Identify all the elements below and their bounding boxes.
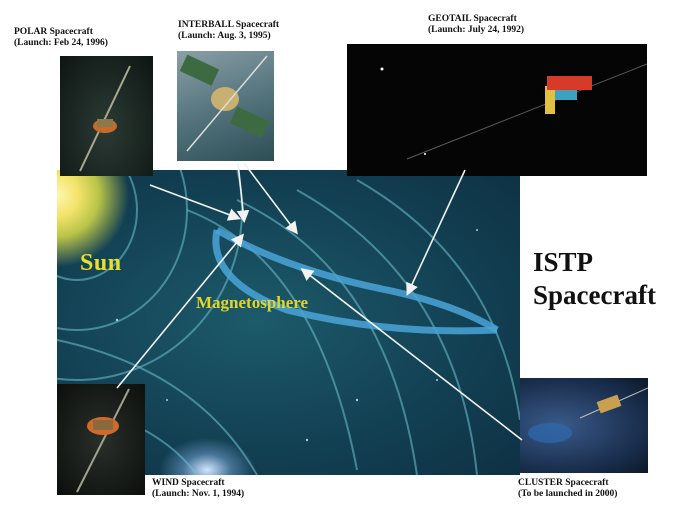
polar-spacecraft-icon [79,65,131,172]
arrow-interball-1 [236,162,250,224]
istp-title-line2: Spacecraft [533,280,656,310]
arrow-cluster [300,268,523,441]
polar-caption-launch: (Launch: Feb 24, 1996) [14,38,108,48]
geotail-caption-launch: (Launch: July 24, 1992) [428,25,525,35]
geotail-caption-name: GEOTAIL Spacecraft [428,14,517,24]
cluster-caption-name: CLUSTER Spacecraft [518,478,609,488]
istp-title: ISTP Spacecraft [533,246,656,312]
interball-spacecraft-icon [179,54,270,152]
arrow-geotail [406,169,466,296]
interball-caption-launch: (Launch: Aug. 3, 1995) [178,31,271,41]
geotail-spacecraft-image [347,44,647,176]
polar-caption-name: POLAR Spacecraft [14,27,93,37]
cluster-spacecraft-icon [528,387,648,443]
arrow-interball-2 [243,162,298,235]
interball-spacecraft-image [177,51,274,161]
wind-spacecraft-icon [76,388,130,493]
istp-title-line1: ISTP [533,247,594,277]
sun-label: Sun [80,250,122,276]
magnetosphere-label: Magnetosphere [196,293,309,312]
arrow-polar [149,184,241,221]
polar-spacecraft-image [60,56,153,176]
interball-caption: INTERBALL Spacecraft (Launch: Aug. 3, 19… [178,20,279,42]
arrow-wind [116,233,245,389]
cluster-caption-launch: (To be launched in 2000) [518,489,618,499]
wind-caption-launch: (Launch: Nov. 1, 1994) [152,489,245,499]
cluster-spacecraft-image [520,378,648,473]
interball-caption-name: INTERBALL Spacecraft [178,20,280,30]
wind-caption: WIND Spacecraft (Launch: Nov. 1, 1994) [152,478,244,500]
wind-caption-name: WIND Spacecraft [152,478,225,488]
geotail-spacecraft-icon [380,63,647,160]
wind-spacecraft-image [57,384,145,495]
polar-caption: POLAR Spacecraft (Launch: Feb 24, 1996) [14,27,108,49]
cluster-caption: CLUSTER Spacecraft (To be launched in 20… [518,478,617,500]
geotail-caption: GEOTAIL Spacecraft (Launch: July 24, 199… [428,14,524,36]
